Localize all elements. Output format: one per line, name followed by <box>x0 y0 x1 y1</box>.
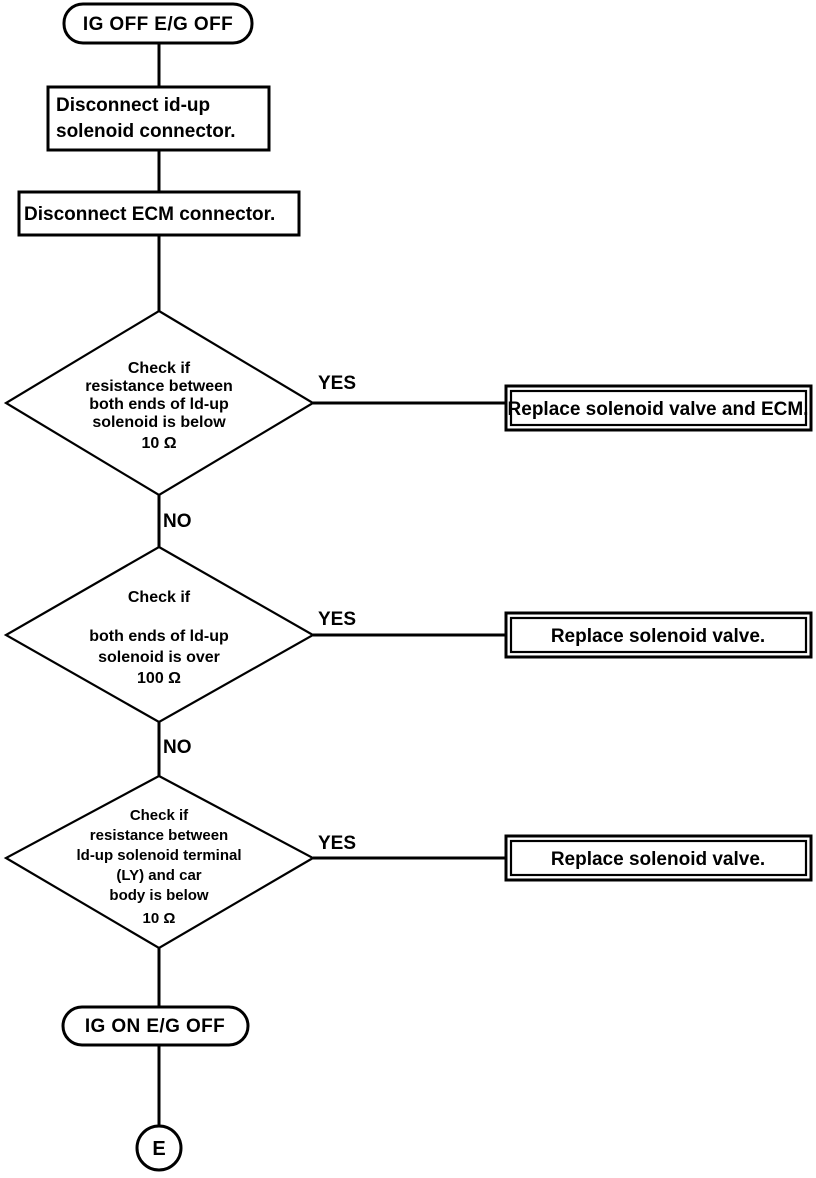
decision-2-line-4: solenoid is over <box>98 649 220 666</box>
decision-1-line-3: both ends of ld-up <box>89 396 229 413</box>
process-step-disconnect-ecm[interactable]: Disconnect ECM connector. <box>17 190 301 237</box>
decision-1-line-4: solenoid is below <box>92 414 226 431</box>
decision-3-line-2: resistance between <box>90 827 228 844</box>
result-1-label: Replace solenoid valve and ECM. <box>508 399 809 420</box>
offpage-connector-e[interactable]: E <box>135 1124 183 1172</box>
end-terminal-label: IG ON E/G OFF <box>85 1016 225 1037</box>
decision-1-shape <box>3 309 316 497</box>
decision-2-line-1: Check if <box>128 589 191 606</box>
decision-1-no-label: NO <box>163 511 192 532</box>
result-3-inner-shape <box>509 839 808 877</box>
decision-3-line-4: (LY) and car <box>116 867 201 884</box>
result-2-inner-shape <box>509 616 808 654</box>
result-replace-solenoid-valve-1[interactable]: Replace solenoid valve. <box>504 611 813 659</box>
decision-2-line-5: 100 Ω <box>137 670 181 687</box>
result-replace-solenoid-valve-2[interactable]: Replace solenoid valve. <box>504 834 813 882</box>
decision-3-line-5: body is below <box>109 887 209 904</box>
result-3-label: Replace solenoid valve. <box>551 849 765 870</box>
offpage-connector-circle <box>135 1124 183 1172</box>
decision-1-line-2: resistance between <box>85 378 233 395</box>
result-replace-solenoid-and-ecm[interactable]: Replace solenoid valve and ECM. <box>504 384 813 432</box>
decision-resistance-over-100-ohm[interactable]: Check if both ends of ld-up solenoid is … <box>3 545 316 724</box>
decision-2-yes-label: YES <box>318 609 356 630</box>
end-terminal-shape <box>61 1005 250 1047</box>
decision-resistance-below-10-ohm[interactable]: Check if resistance between both ends of… <box>3 309 316 497</box>
result-1-inner-shape <box>509 389 808 427</box>
decision-3-yes-label: YES <box>318 833 356 854</box>
decision-2-no-label: NO <box>163 737 192 758</box>
decision-1-yes-label: YES <box>318 373 356 394</box>
decision-2-shape <box>3 545 316 724</box>
process-step-2-shape <box>17 190 301 237</box>
start-terminal-shape <box>62 2 254 45</box>
process-step-1-line-1: Disconnect id-up <box>56 95 210 116</box>
process-step-1-line-2: solenoid connector. <box>56 121 235 142</box>
decision-2-line-3: both ends of ld-up <box>89 628 229 645</box>
decision-3-line-1: Check if <box>130 807 189 824</box>
offpage-connector-label: E <box>152 1138 165 1160</box>
decision-3-line-3: ld-up solenoid terminal <box>76 847 241 864</box>
start-terminal[interactable]: IG OFF E/G OFF <box>62 2 254 45</box>
decision-terminal-to-car-body-below-10-ohm[interactable]: Check if resistance between ld-up soleno… <box>3 774 316 950</box>
process-step-disconnect-solenoid[interactable]: Disconnect id-up solenoid connector. <box>46 85 271 152</box>
start-terminal-label: IG OFF E/G OFF <box>83 14 233 35</box>
process-step-1-shape <box>46 85 271 152</box>
decision-3-line-6: 10 Ω <box>143 910 176 927</box>
decision-1-line-5: 10 Ω <box>141 435 176 452</box>
connector-lines <box>157 43 506 1125</box>
result-2-label: Replace solenoid valve. <box>551 626 765 647</box>
process-step-2-line-1: Disconnect ECM connector. <box>24 204 275 225</box>
decision-3-shape <box>3 774 316 950</box>
decision-1-line-1: Check if <box>128 360 191 377</box>
end-terminal[interactable]: IG ON E/G OFF <box>61 1005 250 1047</box>
